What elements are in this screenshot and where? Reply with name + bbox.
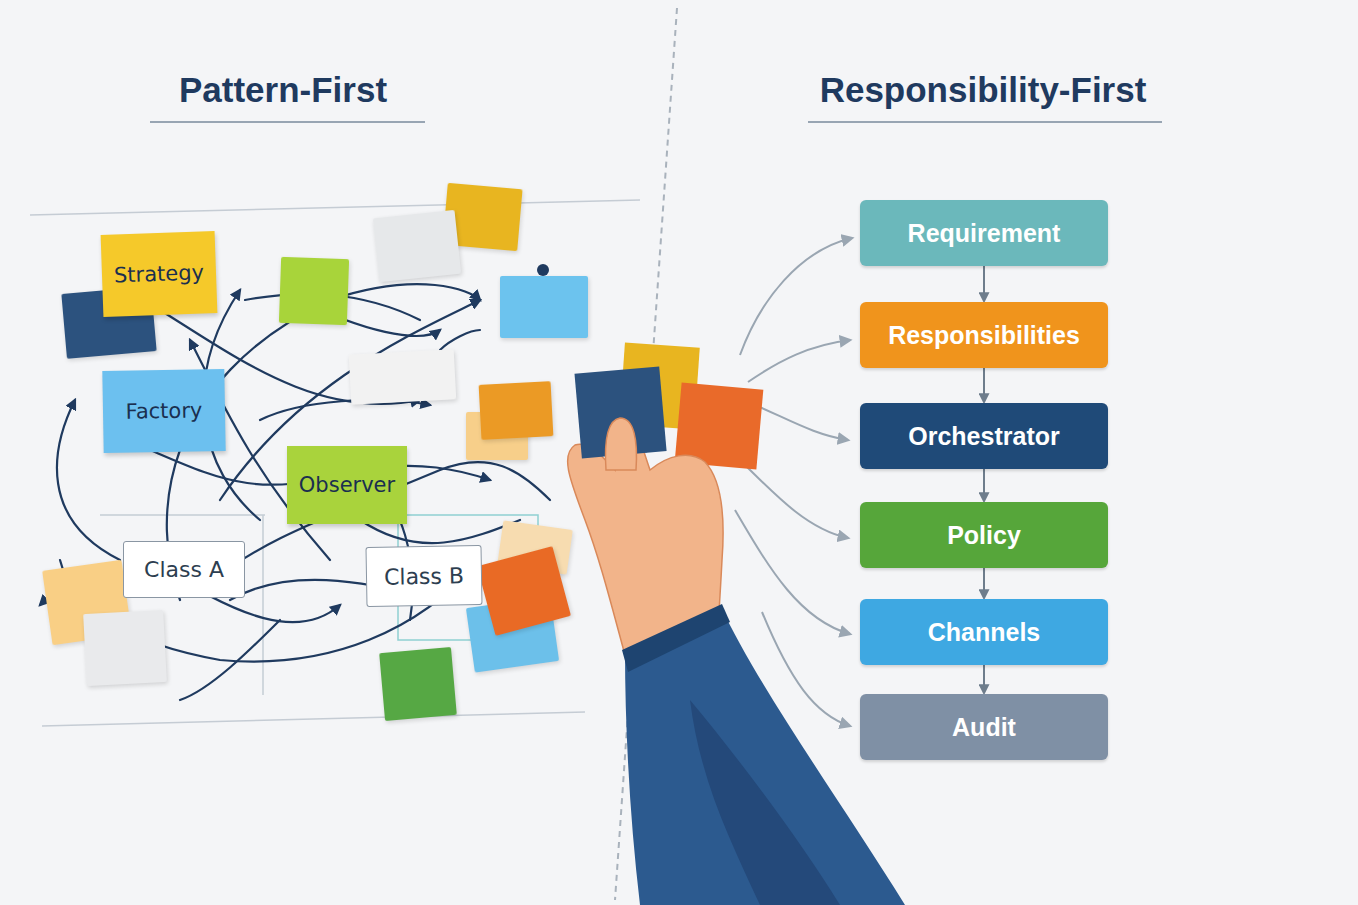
guide-arrow [735,510,850,634]
node-label: Factory [125,398,202,423]
sticky-note [349,349,456,404]
section-heading: Responsibility-First [820,70,1147,110]
sticky-note: Strategy [101,231,218,317]
board-line [262,515,264,695]
flow-arrow [983,469,985,501]
node-label: Class A [144,557,224,582]
process-box: Orchestrator [860,403,1108,469]
flow-arrow [983,266,985,301]
node-label: Policy [947,521,1021,550]
guide-arrow [748,340,850,382]
board-line [100,514,265,516]
tangled-arrow [180,620,280,700]
pushpin [537,264,549,276]
class-box: Class A [123,541,245,598]
process-box: Policy [860,502,1108,568]
section-heading: Pattern-First [179,70,387,110]
node-label: Responsibilities [888,321,1080,350]
guide-arrow [740,238,852,355]
flow-arrow [983,665,985,693]
flow-arrow [983,368,985,402]
heading-underline [150,121,425,123]
node-label: Strategy [114,260,205,287]
sticky-note [500,276,588,338]
hand-illustration [568,342,905,905]
node-label: Orchestrator [908,422,1059,451]
sticky-note [477,546,571,636]
node-label: Class B [384,563,464,589]
flow-arrow [983,568,985,598]
thumb [606,418,637,470]
process-box: Requirement [860,200,1108,266]
sticky-note [479,381,554,440]
guide-arrow [742,462,848,538]
sticky-note [373,210,461,282]
board-line [30,200,640,215]
sticky-note [279,257,349,325]
sticky-note [379,647,457,721]
sticky-note: Factory [102,369,225,453]
class-box: Class B [365,545,482,607]
sticky-note [83,610,167,686]
board-line [42,712,585,726]
node-label: Observer [299,473,395,497]
heading-underline [808,121,1162,123]
tangled-arrow [260,400,430,420]
node-label: Audit [952,713,1016,742]
guide-arrow [755,405,848,440]
node-label: Channels [928,618,1041,647]
process-box: Responsibilities [860,302,1108,368]
cuff [622,604,730,672]
tangled-arrow [440,330,480,350]
sleeve-shade [690,700,840,905]
node-label: Requirement [908,219,1061,248]
sticky-note: Observer [287,446,407,524]
process-box: Channels [860,599,1108,665]
process-box: Audit [860,694,1108,760]
